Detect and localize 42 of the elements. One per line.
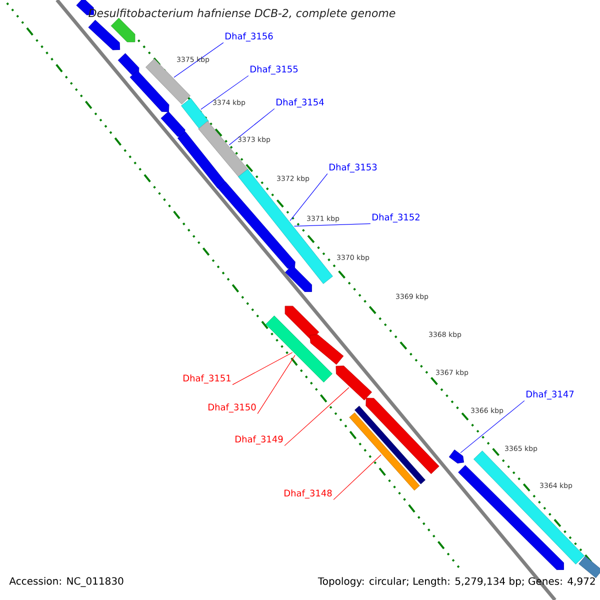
footer-text: Topology: circular; Length: 5,279,134 bp; Genes: 4,972: [318, 577, 595, 587]
footer-text: Accession: NC_011830: [9, 577, 124, 587]
gene-label: Dhaf_3152: [372, 214, 420, 222]
gene-label: Dhaf_3149: [236, 436, 283, 444]
gene-block: [88, 20, 120, 50]
gene-label: Dhaf_3153: [330, 164, 377, 172]
gene-label: Dhaf_3155: [250, 66, 298, 74]
gene-block: [266, 316, 332, 382]
gene-label: Dhaf_3156: [226, 32, 273, 42]
gene-block: [336, 366, 372, 400]
gene-block: [177, 132, 226, 190]
gene-block: [118, 53, 140, 76]
leader-line: [228, 108, 275, 146]
leader-line: [333, 454, 382, 500]
leader-line: [290, 173, 328, 222]
gene-block: [578, 556, 600, 578]
gene-block: [130, 70, 170, 112]
leader-line: [294, 223, 371, 227]
leader-line: [174, 42, 224, 78]
title: Desulfitobacterium hafniense DCB-2, complete genome: [88, 8, 396, 20]
gene-label: Dhaf_3151: [184, 374, 231, 384]
gene-block: [284, 306, 320, 340]
gene-block: [160, 111, 186, 138]
gene-block: [218, 181, 296, 270]
leader-line: [257, 354, 296, 414]
gene-block: [181, 98, 209, 129]
gene-block: [448, 450, 464, 464]
gene-label: Dhaf_3147: [526, 390, 574, 400]
gene-block: [354, 406, 426, 484]
gene-label: Dhaf_3154: [276, 98, 324, 108]
leader-line: [232, 352, 293, 385]
leader-line: [284, 387, 350, 446]
leader-line: [200, 75, 249, 110]
gene-block: [285, 265, 312, 292]
gene-block: [366, 398, 440, 474]
gene-block: [110, 18, 136, 42]
leader-line: [460, 400, 525, 454]
gene-block: [474, 450, 584, 564]
gene-label: Dhaf_3148: [284, 490, 332, 498]
gene-label: Dhaf_3150: [208, 404, 256, 412]
gene-block: [349, 412, 420, 491]
gene-block: [310, 334, 344, 365]
